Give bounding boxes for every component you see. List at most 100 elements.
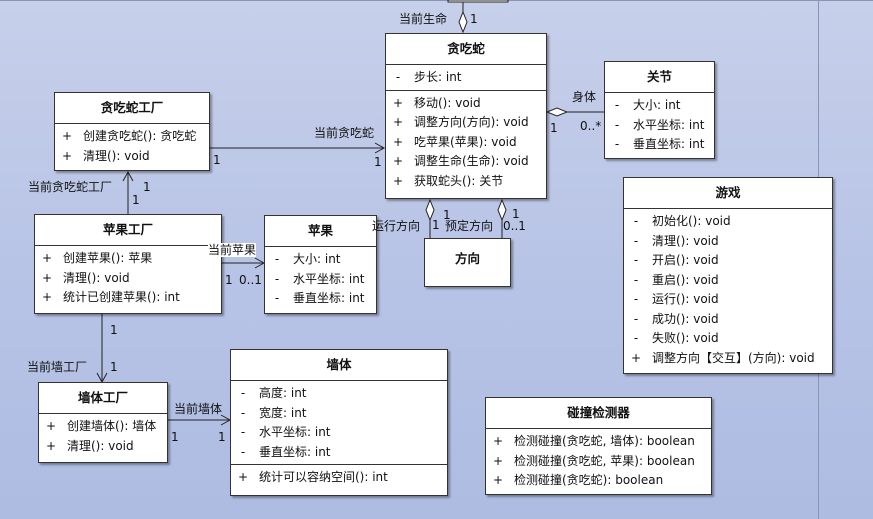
- operation: +检测碰撞(贪吃蛇): boolean: [492, 473, 664, 487]
- attribute: -水平坐标: int: [274, 271, 365, 286]
- class-collision-detector[interactable]: 碰撞检测器 +检测碰撞(贪吃蛇, 墙体): boolean +检测碰撞(贪吃蛇,…: [485, 397, 712, 495]
- mult-current-apple-source: 1: [225, 273, 233, 287]
- mult-preset-direction: 0..1: [503, 219, 526, 233]
- role-preset-direction: 预定方向: [445, 219, 494, 233]
- edge-body: [545, 107, 604, 117]
- operation: +检测碰撞(贪吃蛇, 墙体): boolean: [492, 434, 695, 448]
- role-run-direction: 运行方向: [372, 219, 421, 233]
- mult-run-direction-snake: 1: [443, 208, 451, 222]
- class-snake-factory-title: 贪吃蛇工厂: [55, 93, 209, 124]
- class-game-title: 游戏: [624, 178, 832, 209]
- class-direction[interactable]: 方向: [424, 238, 511, 287]
- class-snake-attributes: -步长: int: [386, 65, 546, 91]
- class-snake-factory-operations: +创建贪吃蛇(): 贪吃蛇 +清理(): void: [55, 124, 209, 168]
- class-wall-title: 墙体: [231, 350, 447, 381]
- class-apple-factory-operations: +创建苹果(): 苹果 +清理(): void +统计已创建苹果(): int: [35, 246, 221, 310]
- attribute: -宽度: int: [240, 405, 307, 420]
- class-joint[interactable]: 关节 -大小: int -水平坐标: int -垂直坐标: int: [604, 61, 715, 159]
- role-body: 身体: [572, 90, 597, 104]
- operation: +获取蛇头(): 关节: [392, 173, 504, 188]
- attribute: -步长: int: [395, 70, 462, 84]
- edge-preset-direction: [497, 198, 507, 238]
- class-apple-title: 苹果: [265, 216, 376, 247]
- class-wall-operations: +统计可以容纳空间(): int: [231, 465, 447, 490]
- operation: +调整方向【交互】(方向): void: [630, 350, 815, 365]
- operation: +统计可以容纳空间(): int: [237, 470, 388, 484]
- class-snake[interactable]: 贪吃蛇 -步长: int +移动(): void +调整方向(方向): void…: [385, 33, 547, 199]
- attribute: -大小: int: [274, 252, 341, 266]
- class-wall[interactable]: 墙体 -高度: int -宽度: int -水平坐标: int -垂直坐标: i…: [230, 349, 448, 496]
- edge-current-snake: [210, 142, 386, 154]
- operation: +创建苹果(): 苹果: [41, 251, 153, 265]
- class-joint-title: 关节: [605, 62, 714, 93]
- operation: -失败(): void: [633, 331, 719, 345]
- operation: -成功(): void: [633, 311, 719, 326]
- operation: -重启(): void: [633, 272, 719, 287]
- mult-current-wall-target: 1: [218, 430, 226, 444]
- operation: +创建墙体(): 墙体: [45, 419, 157, 433]
- class-wall-factory-title: 墙体工厂: [39, 383, 167, 414]
- edge-current-wall-factory: [96, 314, 108, 384]
- edge-run-direction: [425, 198, 435, 238]
- mult-current-snake-target: 1: [374, 155, 382, 169]
- class-wall-factory-operations: +创建墙体(): 墙体 +清理(): void: [39, 414, 167, 458]
- operation: -开启(): void: [633, 253, 719, 267]
- class-snake-title: 贪吃蛇: [386, 34, 546, 65]
- attribute: -高度: int: [240, 386, 307, 400]
- attribute: -大小: int: [614, 98, 681, 112]
- class-apple-attributes: -大小: int -水平坐标: int -垂直坐标: int: [265, 247, 376, 311]
- operation: +移动(): void: [392, 95, 481, 110]
- mult-body-snake: 1: [550, 121, 558, 135]
- mult-current-apple-target: 0..1: [239, 273, 262, 287]
- class-apple[interactable]: 苹果 -大小: int -水平坐标: int -垂直坐标: int: [264, 215, 377, 314]
- operation: +清理(): void: [45, 438, 134, 453]
- mult-current-snake-factory-b: 1: [132, 193, 140, 207]
- attribute: -水平坐标: int: [614, 117, 705, 132]
- mult-current-wall-factory-a: 1: [110, 323, 118, 337]
- role-current-apple: 当前苹果: [208, 243, 257, 257]
- edge-current-apple: [221, 257, 266, 269]
- operation: +统计已创建苹果(): int: [41, 290, 180, 304]
- class-game-operations: -初始化(): void -清理(): void -开启(): void -重启…: [624, 209, 832, 370]
- class-direction-title: 方向: [454, 251, 480, 266]
- role-current-life: 当前生命: [399, 12, 448, 26]
- operation: +清理(): void: [41, 270, 130, 285]
- mult-current-life: 1: [470, 12, 478, 26]
- class-joint-attributes: -大小: int -水平坐标: int -垂直坐标: int: [605, 93, 714, 157]
- class-snake-factory[interactable]: 贪吃蛇工厂 +创建贪吃蛇(): 贪吃蛇 +清理(): void: [54, 92, 210, 171]
- operation: +检测碰撞(贪吃蛇, 苹果): boolean: [492, 453, 695, 468]
- operation: -初始化(): void: [633, 214, 731, 228]
- mult-run-direction: 1: [432, 218, 440, 232]
- class-apple-factory-title: 苹果工厂: [35, 215, 221, 246]
- operation: +调整生命(生命): void: [392, 154, 529, 168]
- class-collision-detector-title: 碰撞检测器: [486, 398, 711, 429]
- edge-current-snake-factory: [122, 170, 134, 214]
- mult-preset-direction-snake: 1: [512, 207, 520, 221]
- role-current-snake-factory: 当前贪吃蛇工厂: [28, 180, 113, 194]
- mult-current-wall-factory-b: 1: [110, 360, 118, 374]
- mult-body-joint: 0..*: [580, 119, 602, 133]
- attribute: -水平坐标: int: [240, 425, 331, 439]
- class-wall-factory[interactable]: 墙体工厂 +创建墙体(): 墙体 +清理(): void: [38, 382, 168, 463]
- attribute: -垂直坐标: int: [240, 444, 331, 459]
- operation: +调整方向(方向): void: [392, 115, 529, 129]
- mult-current-snake-source: 1: [213, 153, 221, 167]
- class-game[interactable]: 游戏 -初始化(): void -清理(): void -开启(): void …: [623, 177, 833, 374]
- operation: +清理(): void: [61, 148, 150, 163]
- role-current-wall: 当前墙体: [174, 402, 223, 416]
- class-collision-detector-operations: +检测碰撞(贪吃蛇, 墙体): boolean +检测碰撞(贪吃蛇, 苹果): …: [486, 429, 711, 493]
- attribute: -垂直坐标: int: [274, 291, 365, 305]
- role-current-snake: 当前贪吃蛇: [314, 126, 375, 140]
- class-apple-factory[interactable]: 苹果工厂 +创建苹果(): 苹果 +清理(): void +统计已创建苹果():…: [34, 214, 222, 314]
- operation: +吃苹果(苹果): void: [392, 134, 517, 149]
- edge-current-life: [447, 0, 509, 34]
- class-wall-attributes: -高度: int -宽度: int -水平坐标: int -垂直坐标: int: [231, 381, 447, 465]
- mult-current-wall-source: 1: [171, 430, 179, 444]
- operation: -运行(): void: [633, 292, 719, 306]
- operation: -清理(): void: [633, 233, 719, 248]
- class-snake-operations: +移动(): void +调整方向(方向): void +吃苹果(苹果): vo…: [386, 91, 546, 194]
- attribute: -垂直坐标: int: [614, 137, 705, 151]
- mult-current-snake-factory-a: 1: [143, 180, 151, 194]
